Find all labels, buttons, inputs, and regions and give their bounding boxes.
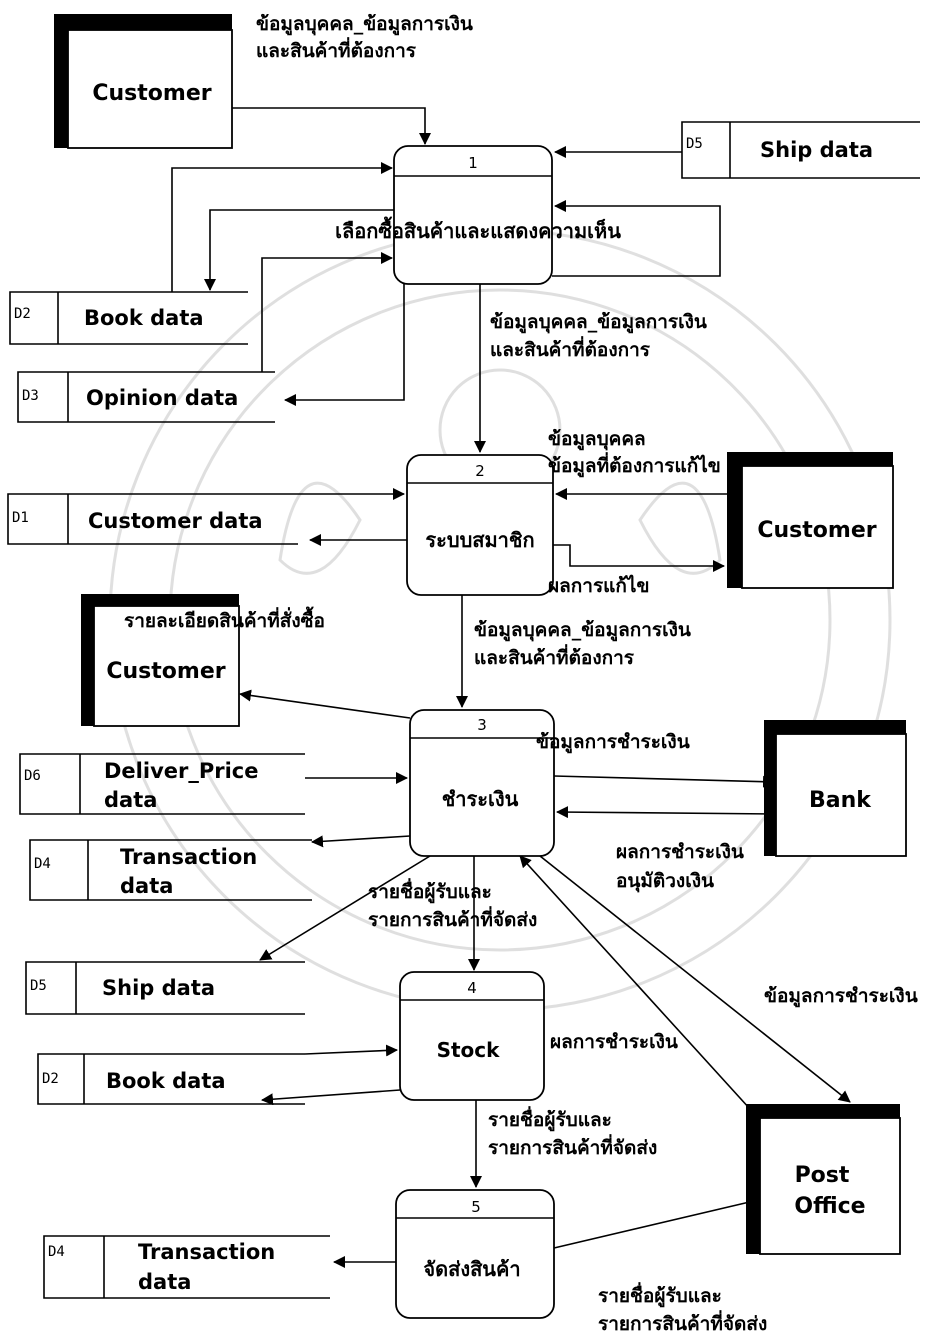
process-number: 5 (471, 1198, 481, 1216)
flow-bank-to-p3 (556, 806, 777, 819)
flow-label: รายชื่อผู้รับและ (488, 1106, 612, 1132)
datastore-name: Ship data (760, 138, 873, 162)
entity-customer-member: Customer (727, 452, 894, 589)
datastore-d6: D6 Deliver_Price data (19, 753, 305, 815)
flow-p3-to-d4 (311, 835, 411, 848)
flow-label: ผลการชำระเงิน (550, 1031, 678, 1053)
flow-label: ข้อมูลบุคคล_ข้อมูลการเงิน (474, 619, 691, 642)
flow-d3-to-p1 (261, 252, 393, 372)
datastore-d5-top: D5 Ship data (681, 121, 920, 179)
process-name: จัดส่งสินค้า (423, 1257, 520, 1281)
datastore-id: D6 (24, 768, 41, 784)
datastore-id: D4 (48, 1244, 65, 1260)
flow-label: รายละเอียดสินค้าที่สั่งซื้อ (124, 606, 325, 632)
flow-label: รายการสินค้าที่จัดส่ง (598, 1310, 767, 1335)
flow-label: รายการสินค้าที่จัดส่ง (368, 906, 537, 931)
entity-label: Post (795, 1163, 850, 1188)
entity-customer-order: Customer (81, 594, 240, 727)
process-2: 2 ระบบสมาชิก (406, 454, 554, 596)
flow-label: ผลการแก้ไข (548, 574, 649, 597)
datastore-d5-bottom: D5 Ship data (25, 961, 305, 1015)
datastore-id: D2 (14, 306, 31, 322)
datastore-id: D5 (30, 978, 47, 994)
datastore-name: Ship data (102, 976, 215, 1000)
flow-label: อนุมัติวงเงิน (616, 870, 714, 893)
entity-label: Customer (92, 81, 211, 106)
flow-customer-to-p1 (232, 107, 431, 145)
flow-arrows (171, 107, 851, 1268)
process-number: 4 (467, 979, 477, 997)
flow-p3-to-post (539, 855, 851, 1103)
flow-p1-to-d2 (204, 209, 394, 291)
flow-label: ข้อมูลบุคคล_ข้อมูลการเงิน (490, 311, 707, 334)
entity-customer-top: Customer (54, 14, 233, 149)
entity-label: Customer (757, 518, 876, 543)
flow-post-to-p3 (519, 855, 761, 1121)
process-4: 4 Stock (399, 971, 545, 1101)
datastore-d2-top: D2 Book data (9, 291, 248, 345)
flow-p1-loop (552, 200, 721, 277)
process-name: ระบบสมาชิก (425, 528, 534, 552)
entity-label: Office (794, 1194, 865, 1219)
datastore-id: D4 (34, 856, 51, 872)
flow-label: ข้อมูลการชำระเงิน (764, 985, 918, 1008)
datastore-name: data (120, 874, 173, 898)
datastore-name: Transaction (138, 1240, 275, 1264)
flow-label: รายชื่อผู้รับและ (598, 1282, 722, 1308)
datastore-name: Customer data (88, 509, 263, 533)
flow-label: และสินค้าที่ต้องการ (256, 37, 417, 62)
process-5: 5 จัดส่งสินค้า (395, 1189, 555, 1319)
datastore-d2-bottom: D2 Book data (37, 1053, 305, 1105)
flow-d2-to-p1 (171, 162, 393, 292)
entity-post-office: Post Office (746, 1104, 901, 1255)
entity-label: Bank (809, 788, 872, 813)
flow-label: ข้อมูลบุคคล_ข้อมูลการเงิน (256, 13, 473, 36)
datastore-id: D3 (22, 388, 39, 404)
flow-label: และสินค้าที่ต้องการ (490, 336, 651, 361)
flow-label: และสินค้าที่ต้องการ (474, 644, 635, 669)
datastore-id: D2 (42, 1071, 59, 1087)
datastore-name: data (104, 788, 157, 812)
flow-p3-to-bank (553, 775, 775, 788)
flow-labels: ข้อมูลบุคคล_ข้อมูลการเงิน และสินค้าที่ต้… (124, 13, 918, 1335)
flow-label: ข้อมูลบุคคล (548, 428, 646, 451)
datastore-name: Transaction (120, 845, 257, 869)
flow-p2-to-customer (553, 544, 725, 572)
process-1: 1 เลือกซื้อสินค้าและแสดงความเห็น (335, 145, 621, 285)
datastore-name: data (138, 1270, 191, 1294)
process-3: 3 ชำระเงิน (409, 709, 555, 857)
datastore-d4-mid: D4 Transaction data (29, 839, 312, 901)
entity-bank: Bank (764, 720, 907, 857)
flow-label: ข้อมูลที่ต้องการแก้ไข (548, 452, 721, 478)
datastore-d3: D3 Opinion data (17, 371, 275, 423)
flow-p5-to-post (553, 1196, 759, 1249)
flow-p3-to-customer (239, 689, 411, 719)
datastore-name: Book data (84, 306, 204, 330)
datastore-d1: D1 Customer data (7, 493, 298, 545)
flow-label: รายชื่อผู้รับและ (368, 878, 492, 904)
flow-label: ผลการชำระเงิน (616, 841, 744, 863)
flow-p4-to-d2 (261, 1089, 401, 1106)
process-name: Stock (437, 1038, 501, 1062)
datastore-name: Book data (106, 1069, 226, 1093)
flow-label: รายการสินค้าที่จัดส่ง (488, 1134, 657, 1159)
process-number: 3 (477, 716, 487, 734)
flow-p1-to-d3 (284, 284, 405, 406)
datastore-id: D5 (686, 136, 703, 152)
process-name: ชำระเงิน (442, 787, 519, 811)
datastore-id: D1 (12, 510, 29, 526)
flow-label: ข้อมูลการชำระเงิน (536, 731, 690, 754)
datastore-d4-bottom: D4 Transaction data (43, 1235, 330, 1299)
datastore-name: Opinion data (86, 386, 238, 410)
process-number: 1 (468, 154, 478, 172)
entity-label: Customer (106, 659, 225, 684)
process-number: 2 (475, 462, 485, 480)
process-name: เลือกซื้อสินค้าและแสดงความเห็น (335, 216, 621, 243)
datastore-name: Deliver_Price (104, 759, 259, 783)
flow-d2-to-p4 (304, 1044, 398, 1057)
flow-p3-to-d5 (259, 855, 431, 961)
